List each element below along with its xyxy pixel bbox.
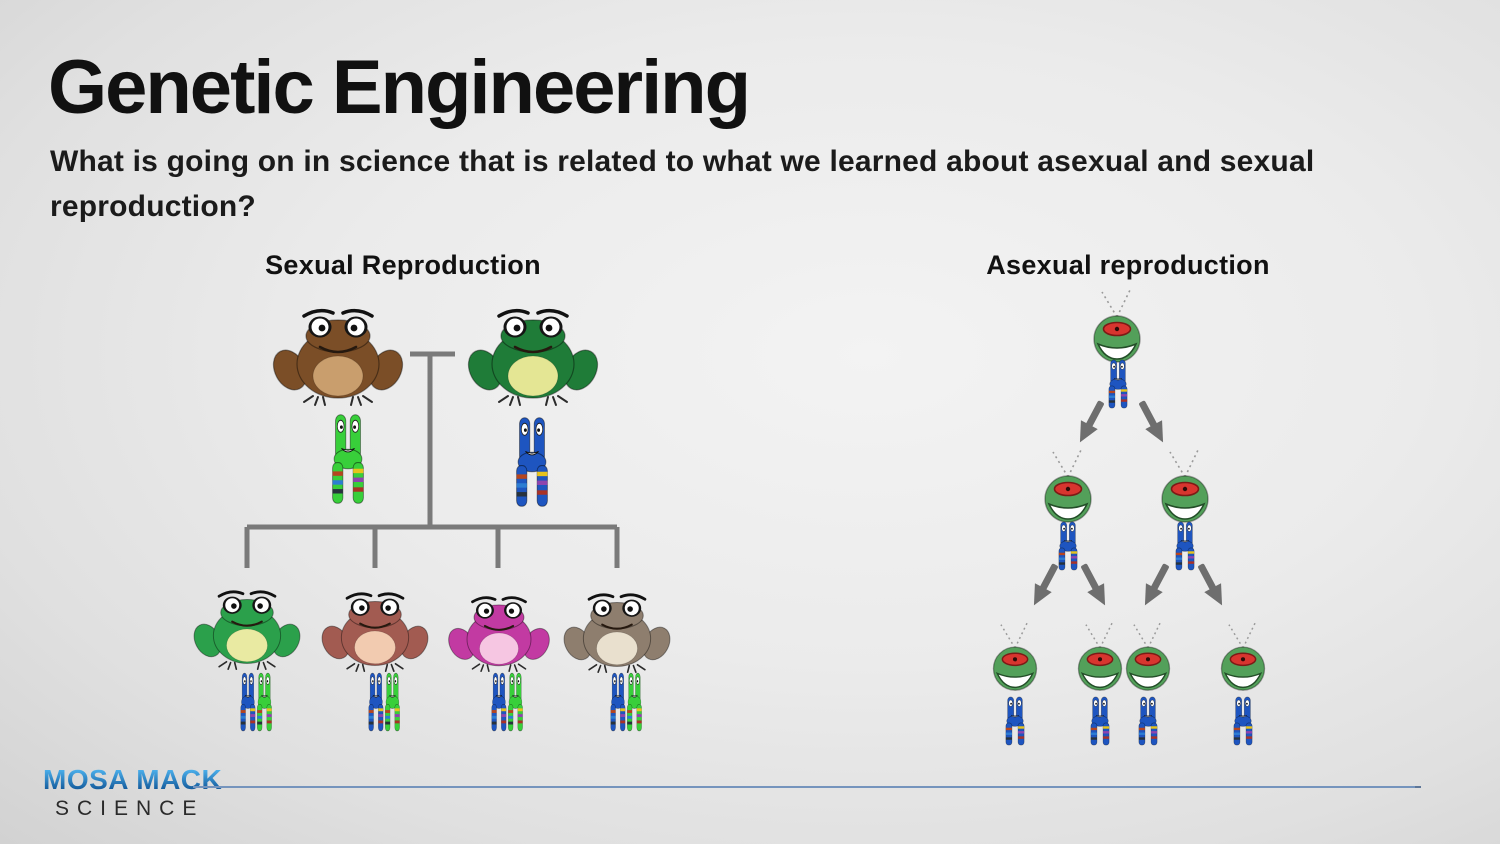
sexual-reproduction-heading: Sexual Reproduction — [265, 250, 541, 280]
family-tree-lines — [244, 351, 620, 568]
footer-rule — [193, 786, 1421, 788]
cell-gen2-icon — [1044, 449, 1092, 523]
maroon-offspring-frog-icon — [321, 592, 429, 673]
cell-gen3-icon — [1220, 622, 1266, 691]
logo-science-text: SCIENCE — [55, 797, 205, 820]
brown-parent-frog-icon — [272, 308, 404, 407]
taupe-offspring-frog-icon — [563, 593, 671, 674]
green-parent-frog-icon — [467, 308, 599, 407]
blue-chromosome-icon — [516, 417, 548, 507]
blue-chromosome-icon — [1108, 359, 1128, 409]
division-arrow-icon — [1192, 560, 1231, 610]
cell-gen1-icon — [1093, 289, 1141, 363]
magenta-offspring-frog-icon — [448, 596, 550, 673]
logo-mosa-mack-text: MOSA MACK — [43, 764, 223, 795]
page-title: Genetic Engineering — [48, 45, 751, 130]
subtitle-question: What is going on in science that is rela… — [50, 145, 1315, 223]
blue-chromosome-icon — [1058, 521, 1078, 571]
division-arrow-icon — [1136, 560, 1175, 610]
division-arrow-icon — [1071, 397, 1110, 447]
blue-chromosome-icon — [1233, 696, 1253, 746]
asexual-reproduction-heading: Asexual reproduction — [986, 250, 1270, 280]
mosa-mack-logo: MOSA MACK SCIENCE — [43, 764, 222, 821]
chromosome-pair-icon — [610, 672, 642, 732]
cell-gen3-icon — [1125, 622, 1171, 691]
cell-gen3-icon — [992, 622, 1038, 691]
green-offspring-frog-icon — [193, 590, 301, 671]
blue-chromosome-icon — [1175, 521, 1195, 571]
chromosome-pair-icon — [491, 672, 523, 732]
division-arrow-icon — [1075, 560, 1114, 610]
division-arrow-icon — [1025, 560, 1064, 610]
cell-gen2-icon — [1161, 449, 1209, 523]
chromosome-pair-icon — [368, 672, 400, 732]
blue-chromosome-icon — [1090, 696, 1110, 746]
blue-chromosome-icon — [1138, 696, 1158, 746]
division-arrow-icon — [1133, 397, 1172, 447]
green-chromosome-icon — [332, 414, 364, 504]
chromosome-pair-icon — [240, 672, 272, 732]
blue-chromosome-icon — [1005, 696, 1025, 746]
